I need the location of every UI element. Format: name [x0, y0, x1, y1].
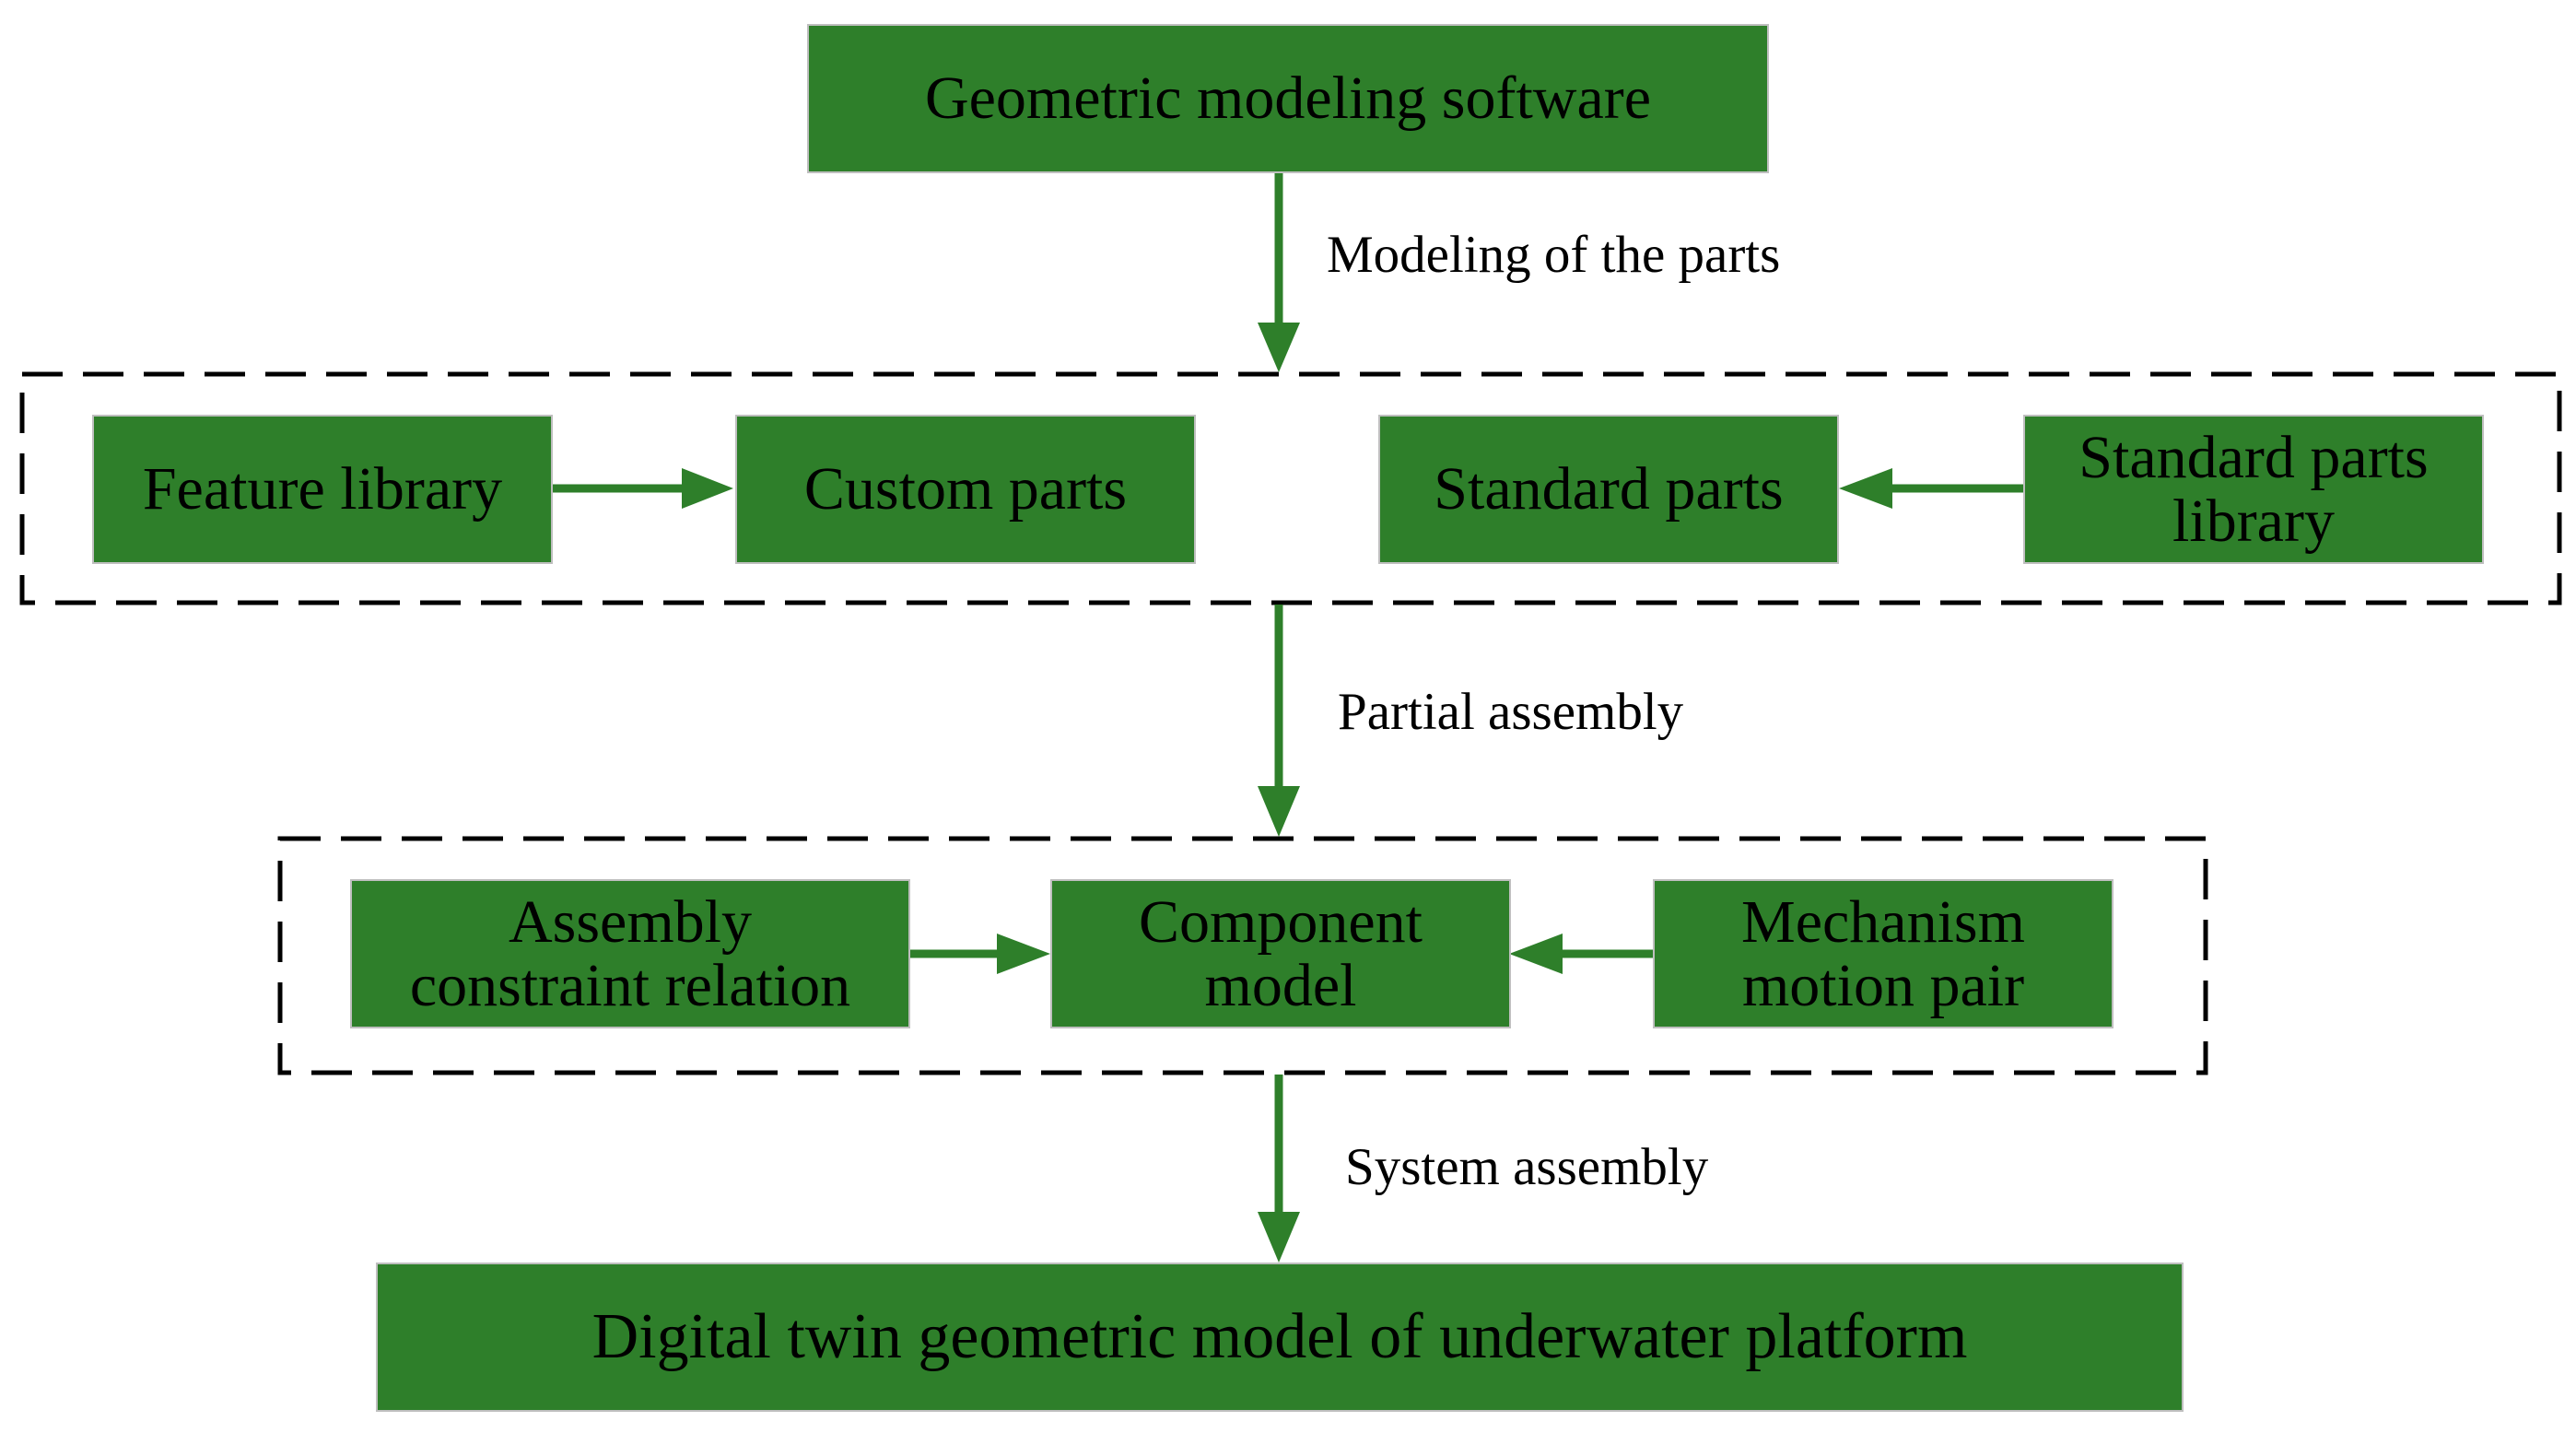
node-standard-parts-label: Standard parts	[1434, 455, 1784, 523]
node-custom-parts-label: Custom parts	[803, 455, 1128, 523]
node-mechanism-motion-pair-label: Mechanism motion pair	[1741, 887, 2025, 1019]
arrow-feature-to-custom	[553, 468, 733, 509]
node-mechanism-motion-pair: Mechanism motion pair	[1653, 879, 2113, 1028]
arrow-system-assembly	[1258, 1075, 1300, 1263]
parts-group-border	[19, 371, 2562, 605]
node-assembly-constraint-relation: Assembly constraint relation	[350, 879, 910, 1028]
edge-label-partial-assembly: Partial assembly	[1338, 683, 1684, 741]
assembly-group-container	[277, 836, 2208, 1075]
arrow-mechanism-to-component	[1509, 934, 1653, 974]
node-component-model-label: Component model	[1139, 887, 1423, 1019]
node-standard-parts: Standard parts	[1378, 415, 1839, 564]
node-geometric-modeling-software-label: Geometric modeling software	[924, 65, 1652, 133]
node-feature-library-label: Feature library	[142, 455, 503, 523]
node-feature-library: Feature library	[92, 415, 553, 564]
node-digital-twin-geometric-model-label: Digital twin geometric model of underwat…	[591, 1301, 1968, 1373]
assembly-group-border	[277, 836, 2208, 1075]
edge-label-modeling-of-parts: Modeling of the parts	[1327, 226, 1781, 284]
edge-label-system-assembly: System assembly	[1345, 1138, 1709, 1196]
node-standard-parts-library-label: Standard parts library	[2078, 423, 2429, 555]
node-digital-twin-geometric-model: Digital twin geometric model of underwat…	[376, 1263, 2184, 1412]
node-standard-parts-library: Standard parts library	[2023, 415, 2484, 564]
node-custom-parts: Custom parts	[735, 415, 1196, 564]
arrow-library-to-standard	[1839, 468, 2023, 509]
node-geometric-modeling-software: Geometric modeling software	[807, 24, 1769, 173]
arrow-constraint-to-component	[910, 934, 1050, 974]
arrow-partial-assembly	[1258, 605, 1300, 837]
node-assembly-constraint-relation-label: Assembly constraint relation	[409, 887, 851, 1019]
parts-group-container	[19, 371, 2562, 605]
arrow-modeling-of-parts	[1258, 172, 1300, 372]
node-component-model: Component model	[1050, 879, 1511, 1028]
